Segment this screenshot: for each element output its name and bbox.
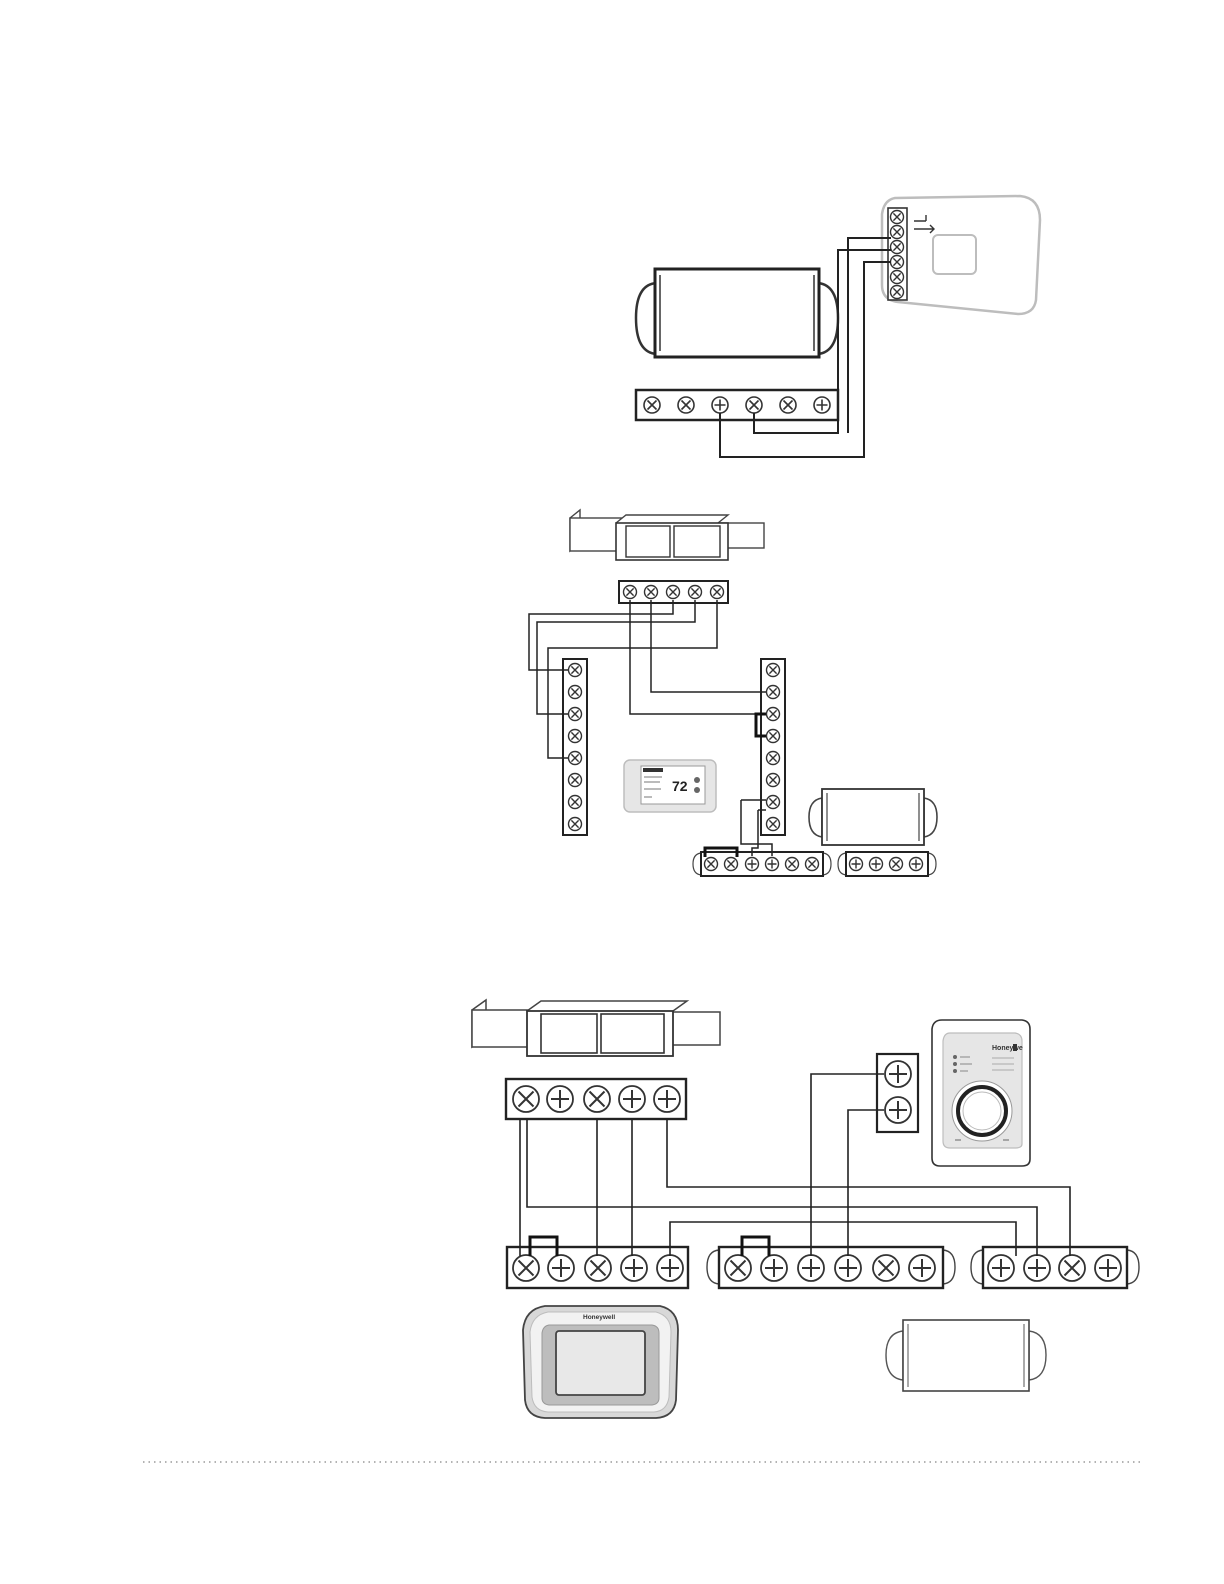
thermostat-display-unit: 72 — [624, 760, 716, 812]
thermostat-temperature: 72 — [672, 778, 688, 794]
setpoint-control: Honeywe — [932, 1020, 1030, 1166]
diagram-2: 72 — [529, 510, 937, 876]
damper-box-2 — [570, 510, 764, 560]
diagram-1 — [636, 196, 1040, 457]
terminal-strip-2-top — [619, 581, 728, 603]
wall-thermostat — [882, 196, 1040, 314]
equipment-unit-2 — [809, 789, 937, 845]
terminal-strip-2-bottom-left — [693, 852, 831, 876]
terminal-strip-2-right — [761, 659, 785, 835]
terminal-strip-3-bottom-middle — [707, 1247, 955, 1288]
touchscreen-thermostat: Honeywell — [523, 1306, 678, 1418]
equipment-unit-3 — [886, 1320, 1046, 1391]
damper-box-3 — [472, 1000, 720, 1056]
terminal-strip-2-left — [563, 659, 587, 835]
terminal-strip-3-top — [506, 1079, 686, 1119]
setpoint-control-brand: Honeywe — [992, 1045, 1023, 1052]
terminal-strip-3-bottom-right — [971, 1247, 1139, 1288]
terminal-block-3-pair — [877, 1054, 918, 1132]
diagram-3: Honeywe — [472, 1000, 1139, 1418]
terminal-strip-1 — [636, 390, 838, 420]
equipment-unit-1 — [636, 269, 838, 357]
touchscreen-brand: Honeywell — [583, 1314, 615, 1321]
terminal-strip-2-bottom-right — [838, 852, 936, 876]
